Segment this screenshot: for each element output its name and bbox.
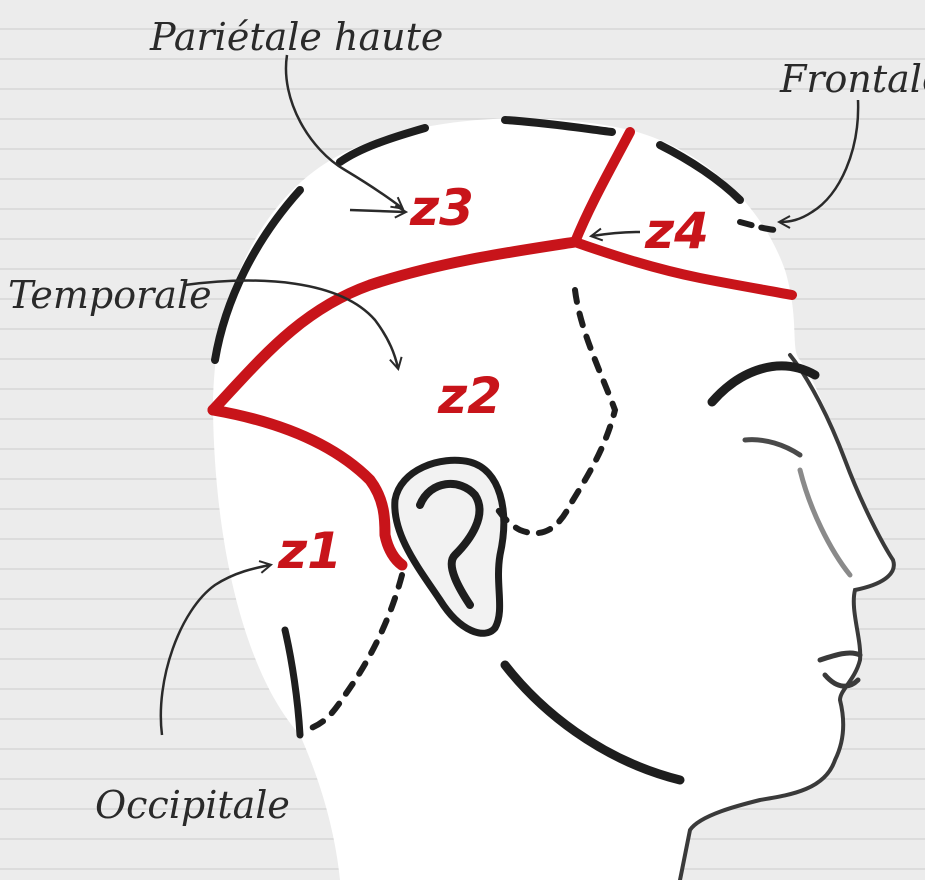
label-frontale: Frontale <box>779 57 925 101</box>
label-occipitale: Occipitale <box>95 783 290 827</box>
zone-label-z3: z3 <box>409 179 474 237</box>
label-parietale-haute: Pariétale haute <box>149 15 443 59</box>
zone-label-z1: z1 <box>277 522 342 580</box>
zone-label-z2: z2 <box>437 367 502 425</box>
label-temporale: Temporale <box>8 273 212 317</box>
zone-label-z4: z4 <box>644 202 709 260</box>
